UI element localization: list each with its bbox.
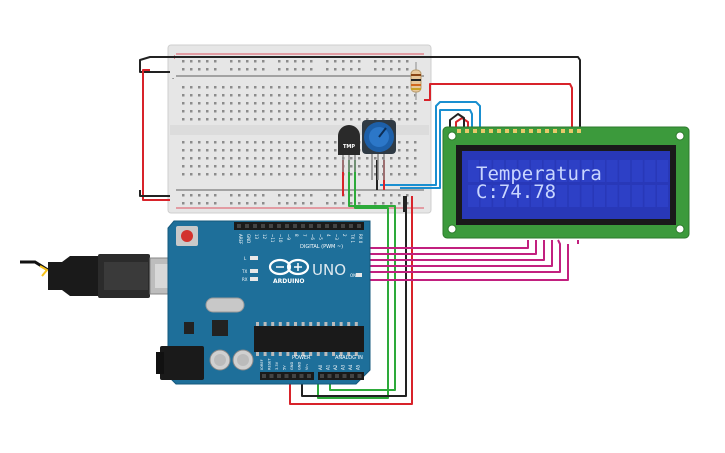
digital-pin-label: 13: [254, 234, 259, 240]
wire-blue-1: [380, 101, 481, 186]
small-chip: [184, 322, 194, 334]
lcd-line-1: Temperatura: [476, 163, 602, 185]
digital-label: DIGITAL (PWM ~): [300, 244, 343, 250]
digital-pin-label: TX 1: [350, 233, 355, 243]
analog-pin-label: A4: [348, 364, 353, 370]
digital-pin-label: ~5: [318, 234, 323, 240]
wire-blue-2: [400, 109, 473, 189]
breadboard: + -: [167, 44, 432, 214]
power-pin-label: RESET: [268, 358, 272, 370]
digital-pin-label: AREF: [238, 234, 243, 245]
power-pin-label: IOREF: [260, 359, 264, 370]
temperature-sensor[interactable]: TMP: [338, 125, 360, 172]
led-rx-label: RX: [242, 277, 248, 282]
usb-cable: [20, 254, 185, 298]
analog-label: ANALOG IN: [335, 355, 363, 361]
analog-pin-label: A2: [333, 364, 338, 370]
resistor: [410, 62, 422, 100]
arduino-logo-icon: [268, 258, 310, 276]
digital-pin-label: ~6: [310, 234, 315, 240]
crystal: [205, 297, 245, 313]
led-tx-label: TX: [241, 269, 247, 274]
wire-red-5v: [289, 196, 413, 405]
power-pin-label: 5V: [283, 365, 287, 370]
power-pin-label: Vin: [305, 364, 309, 370]
digital-header: [234, 222, 364, 230]
wire-red-right: [424, 83, 573, 132]
lcd-grid: [468, 160, 668, 207]
digital-pin-label: ~10: [278, 234, 283, 243]
power-label: POWER: [292, 355, 311, 361]
on-label: ON: [350, 273, 356, 278]
usb-chip: [212, 320, 228, 336]
atmega-chip: [254, 326, 364, 352]
led-rx: [250, 277, 258, 281]
analog-header: [318, 372, 364, 380]
analog-pin-label: A3: [341, 364, 346, 370]
dc-jack: [160, 346, 204, 380]
analog-pin-label: A1: [326, 364, 331, 370]
digital-pin-label: 12: [262, 234, 267, 240]
wire-green-sensor: [329, 160, 396, 391]
power-pin-label: 3.3V: [275, 361, 279, 370]
breadboard-minus-label: -: [172, 75, 174, 82]
led-l: [250, 256, 258, 260]
lcd-header-pins: [457, 129, 581, 133]
digital-pin-label: ~9: [286, 234, 291, 240]
arduino-logo-text: ARDUINO: [273, 278, 304, 285]
breadboard-holes: [182, 60, 417, 205]
digital-pin-label: GND: [246, 234, 251, 243]
digital-pin-label: 8: [294, 234, 299, 237]
digital-pin-label: 2: [342, 234, 347, 237]
digital-pin-label: 7: [302, 234, 307, 237]
led-l-label: L: [244, 256, 247, 261]
on-led: [356, 273, 362, 277]
wire-green-2: [317, 160, 389, 399]
wire-red-left: [142, 69, 170, 201]
digital-pin-label: 4: [326, 234, 331, 237]
analog-pin-label: A0: [318, 364, 323, 370]
potentiometer[interactable]: [362, 120, 396, 180]
analog-pin-label: A5: [356, 364, 361, 370]
power-pin-label: GND: [290, 362, 294, 370]
digital-pin-label: RX 0: [358, 234, 363, 244]
power-pin-label: GND: [298, 362, 302, 370]
digital-pin-label: ~3: [334, 234, 339, 240]
sensor-label: TMP: [343, 144, 355, 150]
digital-pin-label: ~11: [270, 234, 275, 243]
led-tx: [250, 269, 258, 273]
lcd-line-2: C:74.78: [476, 181, 556, 203]
lcd-module: Temperatura C:74.78: [442, 126, 690, 239]
arduino-model: UNO: [312, 261, 346, 279]
wire-black-left: [139, 190, 170, 197]
